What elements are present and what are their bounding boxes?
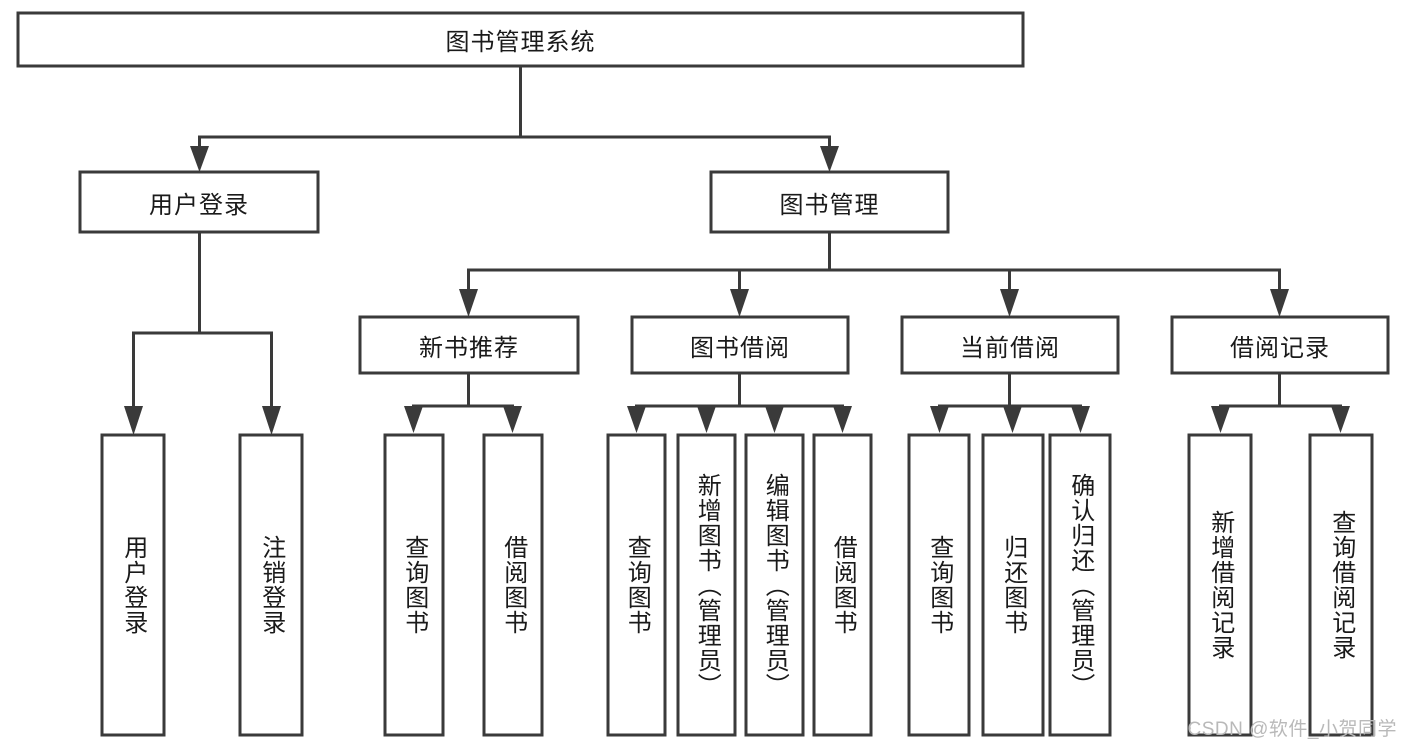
arrow-head-leaf-book-borrow-3 <box>833 406 852 433</box>
node-box-leaf-query-book-3[interactable] <box>907 433 971 737</box>
node-box-new-book-recommend[interactable] <box>358 315 580 375</box>
connector-group-new-book <box>404 371 522 433</box>
arrow-head-leaf-book-borrow-1 <box>697 406 716 433</box>
connector-group-current-borrow <box>930 371 1090 433</box>
connector-group-root <box>190 64 839 172</box>
connector-group-book-mgmt <box>459 230 1289 317</box>
node-box-leaf-borrow-book-2[interactable] <box>812 433 873 737</box>
arrow-head-leaf-book-borrow-2 <box>765 406 784 433</box>
arrow-head-l3-1 <box>730 289 749 317</box>
node-box-current-borrow[interactable] <box>900 315 1120 375</box>
arrow-head-l3-0 <box>459 289 478 317</box>
node-box-leaf-borrow-book-1[interactable] <box>482 433 544 737</box>
node-box-leaf-confirm-return[interactable] <box>1048 433 1112 737</box>
arrow-head-book-mgmt <box>820 146 839 172</box>
node-box-leaf-logout[interactable] <box>238 433 304 737</box>
connector-group-user-login <box>124 230 281 435</box>
arrow-head-leaf-borrow-record-1 <box>1331 406 1350 433</box>
watermark-text: CSDN @软件_小贺同学 <box>1187 719 1397 740</box>
node-box-leaf-query-book-1[interactable] <box>383 433 445 737</box>
arrow-head-leaf-user-login-1 <box>262 406 281 435</box>
node-box-leaf-return-book[interactable] <box>981 433 1045 737</box>
connector-group-book-borrow <box>627 371 852 433</box>
arrow-head-leaf-borrow-record-0 <box>1211 406 1230 433</box>
node-box-book-borrow[interactable] <box>630 315 850 375</box>
arrow-head-leaf-current-borrow-2 <box>1071 406 1090 433</box>
arrow-head-leaf-current-borrow-1 <box>1003 406 1022 433</box>
arrow-head-leaf-new-book-1 <box>503 406 522 433</box>
arrow-head-leaf-user-login-0 <box>124 406 143 435</box>
arrow-head-leaf-current-borrow-0 <box>930 406 949 433</box>
connector-group-borrow-record <box>1211 371 1350 433</box>
arrow-head-leaf-book-borrow-0 <box>627 406 646 433</box>
arrow-head-l3-3 <box>1270 289 1289 317</box>
node-box-leaf-edit-book[interactable] <box>744 433 805 737</box>
node-box-leaf-user-login[interactable] <box>100 433 166 737</box>
node-box-root[interactable] <box>16 11 1025 68</box>
node-box-user-login[interactable] <box>78 170 320 234</box>
node-box-leaf-query-record[interactable] <box>1308 433 1374 737</box>
arrow-head-leaf-new-book-0 <box>404 406 423 433</box>
node-box-leaf-add-record[interactable] <box>1187 433 1253 737</box>
arrow-head-user-login <box>190 146 209 172</box>
node-box-leaf-add-book[interactable] <box>676 433 737 737</box>
arrow-head-l3-2 <box>1000 289 1019 317</box>
node-box-borrow-record[interactable] <box>1170 315 1390 375</box>
node-box-book-management[interactable] <box>709 170 950 234</box>
node-box-leaf-query-book-2[interactable] <box>606 433 667 737</box>
